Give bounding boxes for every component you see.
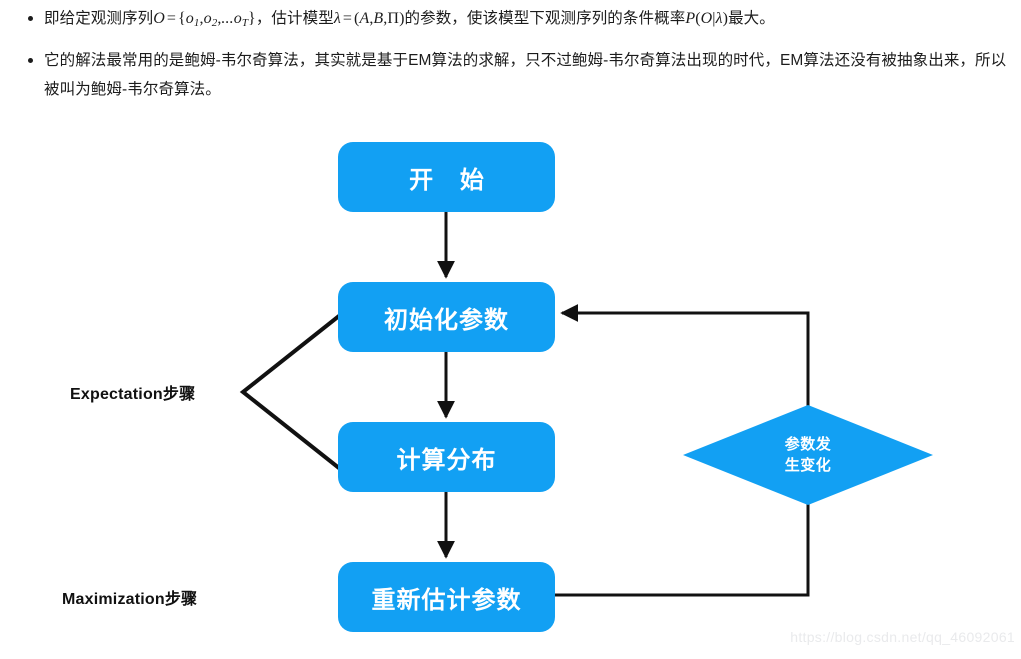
flow-node-start-label: 开 始 <box>409 166 494 194</box>
bullet-list: 即给定观测序列O={o1,o2,...oT}，估计模型λ=(A,B,Π)的参数，… <box>0 0 1021 98</box>
watermark: https://blog.csdn.net/qq_46092061 <box>790 629 1015 645</box>
list-item: 即给定观测序列O={o1,o2,...oT}，估计模型λ=(A,B,Π)的参数，… <box>0 4 1021 38</box>
side-label-maximization: Maximization步骤 <box>62 591 198 608</box>
flow-node-init[interactable]: 初始化参数 <box>338 282 555 352</box>
bracket-expectation <box>239 310 346 474</box>
list-item: 它的解法最常用的是鲍姆-韦尔奇算法，其实就是基于EM算法的求解，只不过鲍姆-韦尔… <box>0 46 1021 104</box>
side-label-expectation: Expectation步骤 <box>70 386 196 403</box>
decision-diamond-shape <box>683 405 933 505</box>
decision-diamond-line1: 参数发 <box>784 436 832 453</box>
bullet-dot-icon <box>28 16 33 21</box>
bullet-2-text: 它的解法最常用的是鲍姆-韦尔奇算法，其实就是基于EM算法的求解，只不过鲍姆-韦尔… <box>44 52 1007 98</box>
bullet-1-text: 即给定观测序列O={o1,o2,...oT}，估计模型λ=(A,B,Π)的参数，… <box>44 10 775 29</box>
decision-diamond-line2: 生变化 <box>784 457 832 474</box>
flow-node-start[interactable]: 开 始 <box>338 142 555 212</box>
bullet-dot-icon <box>28 58 33 63</box>
flow-node-reestimate[interactable]: 重新估计参数 <box>338 562 555 632</box>
flow-node-compute[interactable]: 计算分布 <box>338 422 555 492</box>
decision-diamond-label[interactable]: 参数发 生变化 <box>763 434 853 476</box>
flow-node-reestimate-label: 重新估计参数 <box>371 586 522 614</box>
flow-node-compute-label: 计算分布 <box>396 446 497 474</box>
flow-node-init-label: 初始化参数 <box>384 306 509 334</box>
